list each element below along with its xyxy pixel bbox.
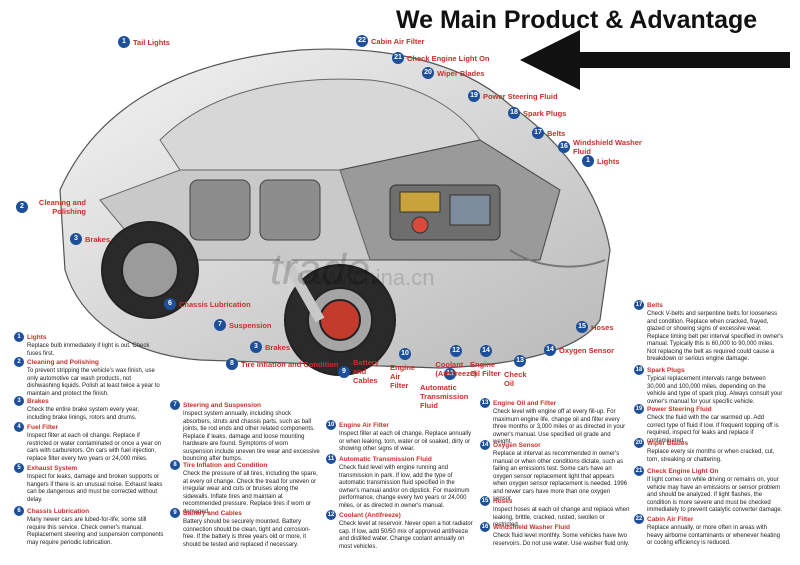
headline: We Main Product & Advantage [396, 6, 758, 34]
watermark: trade. [270, 245, 383, 294]
watermark-site: www.china.cn [300, 265, 435, 290]
car-cutaway-illustration [59, 48, 611, 376]
arrow-left-icon [520, 30, 790, 90]
